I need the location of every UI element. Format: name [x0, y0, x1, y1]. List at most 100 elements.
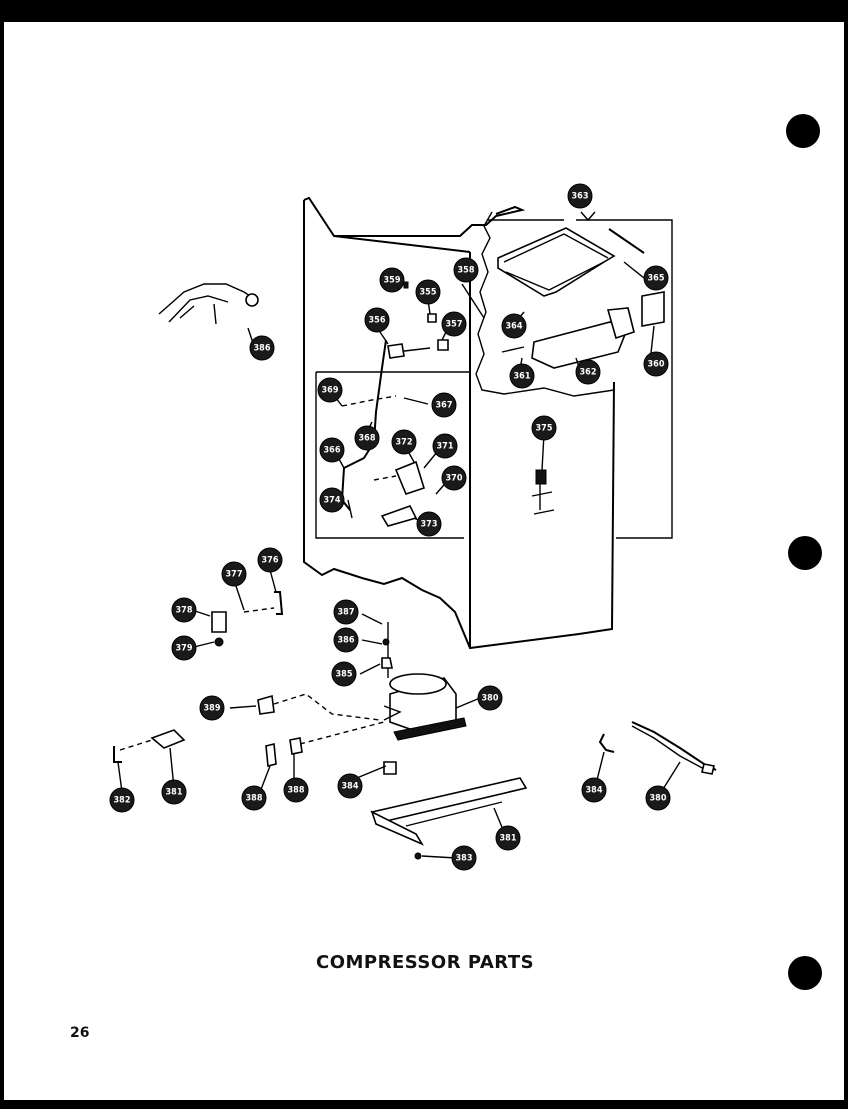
diagram-caption: COMPRESSOR PARTS [316, 952, 535, 973]
callout-382: 382 [109, 787, 135, 813]
callout-bubble [477, 685, 503, 711]
callout-text: 366 [324, 446, 341, 456]
callout-bubble [317, 377, 343, 403]
callout-text: 369 [322, 386, 339, 396]
lower-right-parts [598, 721, 717, 775]
callout-text: 381 [500, 834, 517, 844]
callout-text: 385 [336, 670, 353, 680]
callout-bubble [333, 627, 359, 653]
callout-bubble [171, 597, 197, 623]
callout-text: 365 [648, 274, 665, 284]
callout-bubble [241, 785, 267, 811]
callout-bubble [643, 265, 669, 291]
callout-text: 367 [436, 401, 453, 411]
callout-363: 363 [567, 183, 593, 209]
callout-381: 381 [495, 825, 521, 851]
lower-left-parts [113, 591, 385, 768]
callout-bubble [415, 279, 441, 305]
callout-355: 355 [415, 279, 441, 305]
callout-bubble [161, 779, 187, 805]
callout-bubble [441, 311, 467, 337]
callout-bubble [441, 465, 467, 491]
callout-text: 370 [446, 474, 463, 484]
callout-383: 383 [451, 845, 477, 871]
callout-369: 369 [317, 377, 343, 403]
callout-text: 389 [204, 704, 221, 714]
callout-text: 368 [359, 434, 376, 444]
callout-bubble [453, 257, 479, 283]
callout-bubble [567, 183, 593, 209]
callout-bubble [495, 825, 521, 851]
parts-diagram-sheet: 386 359 355 358 356 357 363 365 364 361 362 360 369 3… [4, 22, 844, 1100]
callout-389: 389 [199, 695, 225, 721]
callout-388: 388 [241, 785, 267, 811]
callout-358: 358 [453, 257, 479, 283]
callout-bubble [364, 307, 390, 333]
callout-bubble [432, 433, 458, 459]
callout-bubble [379, 267, 405, 293]
callout-bubble [257, 547, 283, 573]
callout-bubble [331, 661, 357, 687]
callout-386: 386 [249, 335, 275, 361]
callout-text: 364 [506, 322, 523, 332]
callout-372: 372 [391, 429, 417, 455]
callout-text: 375 [536, 424, 553, 434]
callout-374: 374 [319, 487, 345, 513]
callout-text: 378 [176, 606, 193, 616]
callout-362: 362 [575, 359, 601, 385]
callout-bubble [645, 785, 671, 811]
binder-hole-bottom [788, 956, 822, 990]
callout-bubble [643, 351, 669, 377]
exploded-parts-diagram: 386 359 355 358 356 357 363 365 364 361 362 360 369 3… [109, 183, 717, 871]
callout-385: 385 [331, 661, 357, 687]
callout-bubble [501, 313, 527, 339]
wire-harness [158, 283, 259, 325]
callout-text: 362 [580, 368, 597, 378]
callout-text: 377 [226, 570, 243, 580]
callout-bubble [319, 437, 345, 463]
callout-text: 360 [648, 360, 665, 370]
callout-380: 380 [645, 785, 671, 811]
callout-text: 379 [176, 644, 193, 654]
callout-text: 388 [288, 786, 305, 796]
callout-376: 376 [257, 547, 283, 573]
callout-360: 360 [643, 351, 669, 377]
callout-359: 359 [379, 267, 405, 293]
callout-bubble [283, 777, 309, 803]
base-rail [370, 777, 528, 860]
callout-bubble [416, 511, 442, 537]
callout-text: 361 [514, 372, 531, 382]
callout-text: 357 [446, 320, 463, 330]
callout-text: 372 [396, 438, 413, 448]
callout-379: 379 [171, 635, 197, 661]
callout-356: 356 [364, 307, 390, 333]
callout-text: 358 [458, 266, 475, 276]
callout-371: 371 [432, 433, 458, 459]
callout-361: 361 [509, 363, 535, 389]
callout-text: 363 [572, 192, 589, 202]
callout-367: 367 [431, 392, 457, 418]
callout-text: 373 [421, 520, 438, 530]
callout-387: 387 [333, 599, 359, 625]
callout-377: 377 [221, 561, 247, 587]
callout-373: 373 [416, 511, 442, 537]
callout-bubble [171, 635, 197, 661]
callout-365: 365 [643, 265, 669, 291]
callout-text: 381 [166, 788, 183, 798]
cabinet-outline [303, 196, 615, 650]
callout-bubble [249, 335, 275, 361]
callout-381: 381 [161, 779, 187, 805]
binder-hole-top [786, 114, 820, 148]
callout-368: 368 [354, 425, 380, 451]
callout-384: 384 [581, 777, 607, 803]
callout-bubble [109, 787, 135, 813]
callout-bubble [451, 845, 477, 871]
page-number: 26 [70, 1025, 90, 1041]
callout-text: 380 [650, 794, 667, 804]
callout-text: 387 [338, 608, 355, 618]
callout-384: 384 [337, 773, 363, 799]
compressor [381, 622, 467, 775]
callout-378: 378 [171, 597, 197, 623]
callout-375: 375 [531, 415, 557, 441]
callout-bubble [431, 392, 457, 418]
